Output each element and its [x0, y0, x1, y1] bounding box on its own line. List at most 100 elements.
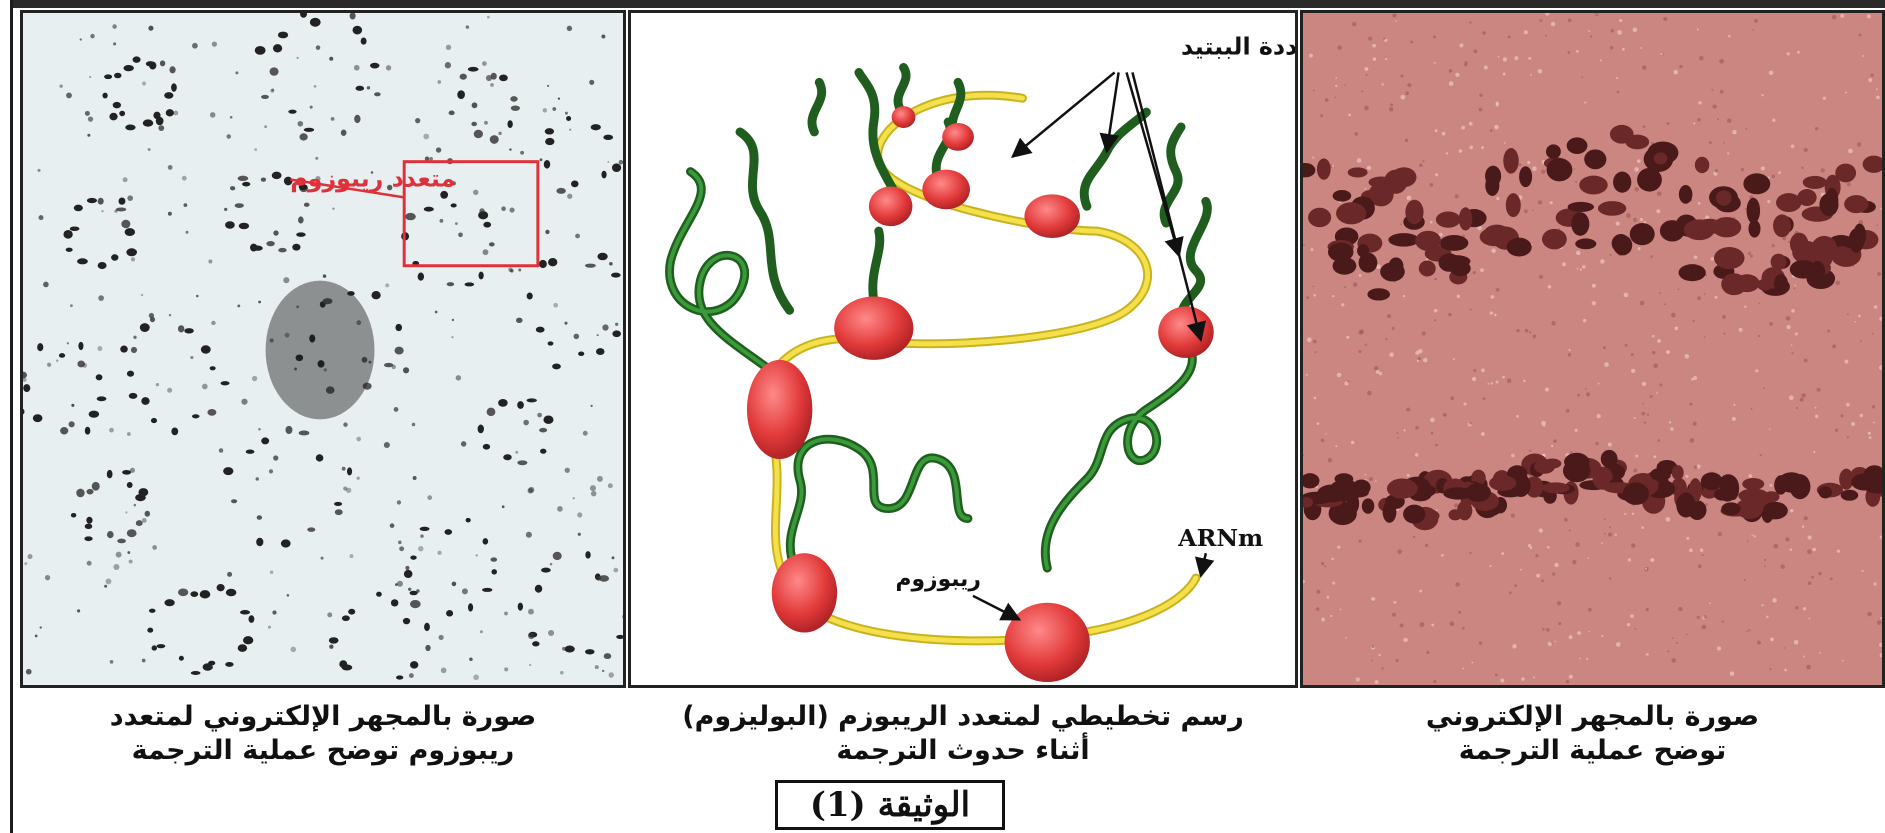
micrograph-grain — [1568, 51, 1571, 54]
micrograph-dot — [270, 67, 279, 75]
micrograph-dot — [502, 505, 505, 508]
micrograph-grain — [1532, 210, 1534, 212]
micrograph-dot — [518, 603, 523, 611]
micrograph-dot — [173, 111, 178, 116]
micrograph-dot — [564, 322, 567, 325]
micrograph-grain — [1525, 329, 1529, 333]
micrograph-dot — [424, 207, 434, 212]
micrograph-grain — [1523, 380, 1526, 383]
micrograph-dot — [131, 347, 137, 353]
micrograph-grain — [1868, 432, 1871, 435]
micrograph-dot — [543, 108, 547, 112]
micrograph-grain — [1804, 516, 1808, 520]
micrograph-dot — [446, 45, 451, 50]
micrograph-dot — [596, 348, 605, 355]
micrograph-dot — [420, 534, 424, 538]
micrograph-grain — [1761, 604, 1763, 606]
micrograph-grain — [1446, 152, 1448, 154]
micrograph-grain — [1835, 428, 1838, 431]
micrograph-dot — [182, 176, 187, 181]
micrograph-dot — [397, 581, 403, 587]
micrograph-dot — [416, 589, 419, 592]
micrograph-cluster — [1716, 190, 1732, 205]
micrograph-dot — [202, 384, 208, 390]
micrograph-dot — [510, 96, 517, 102]
micrograph-cluster — [1672, 465, 1684, 480]
micrograph-grain — [1441, 554, 1444, 557]
micrograph-dot — [239, 223, 249, 229]
micrograph-grain — [1533, 335, 1537, 339]
micrograph-dot — [40, 626, 42, 628]
micrograph-grain — [1733, 404, 1735, 406]
micrograph-dot — [147, 628, 153, 633]
micrograph-grain — [1646, 608, 1649, 611]
micrograph-dot — [85, 427, 91, 435]
micrograph-grain — [1422, 331, 1426, 335]
micrograph-dot — [116, 552, 122, 558]
micrograph-grain — [1337, 546, 1340, 549]
micrograph-cluster — [1849, 228, 1865, 252]
micrograph-dot — [612, 330, 621, 337]
micrograph-dot — [278, 32, 288, 39]
micrograph-dot — [314, 85, 317, 88]
micrograph-grain — [1378, 654, 1380, 656]
micrograph-grain — [1473, 49, 1477, 53]
micrograph-grain — [1496, 197, 1499, 200]
micrograph-dot — [70, 227, 80, 231]
micrograph-grain — [1337, 45, 1341, 49]
micrograph-dot — [498, 132, 501, 135]
micrograph-grain — [1376, 370, 1380, 374]
micrograph-cluster — [1695, 157, 1709, 173]
micrograph-grain — [1490, 311, 1493, 314]
micrograph-dot — [186, 231, 189, 234]
micrograph-dot — [356, 437, 361, 442]
micrograph-grain — [1784, 647, 1786, 649]
micrograph-grain — [1548, 642, 1552, 646]
micrograph-grain — [1361, 90, 1363, 92]
micrograph-dot — [583, 431, 588, 436]
micrograph-dot — [507, 120, 512, 128]
micrograph-grain — [1313, 340, 1317, 344]
micrograph-grain — [1316, 590, 1320, 594]
micrograph-grain — [1575, 429, 1578, 432]
micrograph-dot — [552, 363, 561, 369]
micrograph-grain — [1511, 454, 1515, 458]
micrograph-dot — [66, 92, 72, 98]
micrograph-grain — [1670, 427, 1674, 431]
micrograph-grain — [1848, 149, 1853, 154]
micrograph-grain — [1557, 601, 1561, 605]
micrograph-dot — [240, 610, 250, 614]
micrograph-grain — [1633, 469, 1637, 473]
micrograph-grain — [1862, 570, 1864, 572]
micrograph-dot — [408, 588, 411, 591]
micrograph-grain — [1689, 548, 1693, 552]
micrograph-cluster — [1485, 166, 1501, 187]
micrograph-grain — [1764, 565, 1766, 567]
micrograph-grain — [1371, 660, 1373, 662]
micrograph-dot — [148, 26, 153, 31]
micrograph-grain — [1702, 625, 1707, 630]
micrograph-grain — [1586, 658, 1588, 660]
micrograph-grain — [1652, 351, 1655, 354]
micrograph-grain — [1481, 368, 1485, 372]
micrograph-grain — [1494, 314, 1497, 317]
micrograph-grain — [1514, 56, 1518, 60]
micrograph-dot — [552, 107, 556, 111]
micrograph-dot — [80, 38, 82, 40]
micrograph-grain — [1674, 326, 1678, 330]
micrograph-dot — [285, 426, 292, 434]
micrograph-dot — [565, 646, 575, 653]
micrograph-dot — [316, 45, 321, 50]
micrograph-grain — [1403, 429, 1405, 431]
left-caption-line-1: صورة بالمجهر الإلكتروني لمتعدد — [20, 700, 626, 734]
micrograph-cluster — [1679, 264, 1706, 281]
micrograph-grain — [1841, 414, 1844, 417]
micrograph-grain — [1698, 564, 1702, 568]
micrograph-dot — [226, 134, 231, 139]
micrograph-cluster — [1721, 502, 1740, 515]
micrograph-dot — [82, 363, 87, 368]
micrograph-grain — [1717, 646, 1721, 650]
micrograph-cluster — [1714, 488, 1731, 500]
micrograph-dot — [607, 161, 609, 163]
micrograph-grain — [1471, 662, 1473, 664]
